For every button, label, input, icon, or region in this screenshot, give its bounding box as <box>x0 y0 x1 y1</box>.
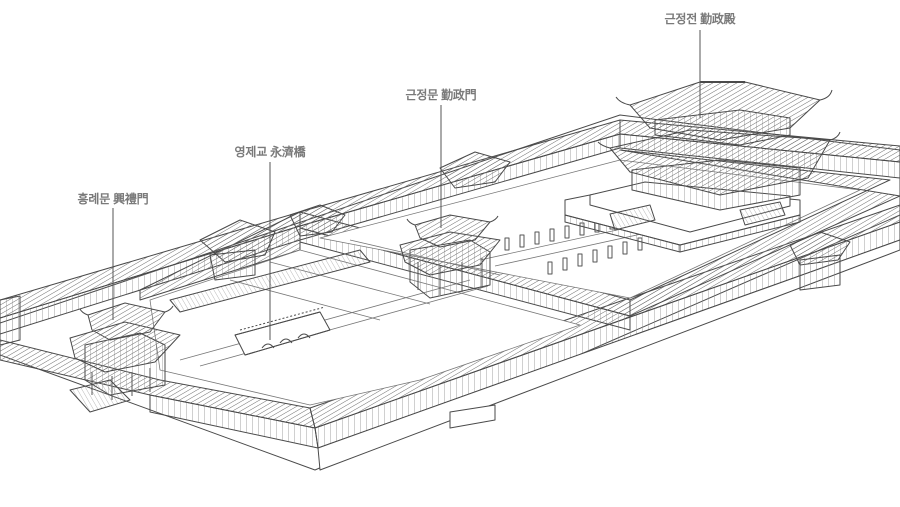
label-geunjeongmun-hanja: 勤政門 <box>441 88 477 102</box>
label-geunjeongjeon-korean: 근정전 <box>664 12 698 26</box>
label-geunjeongjeon-hanja: 勤政殿 <box>700 12 736 26</box>
heungnyemun-gate <box>69 302 181 413</box>
label-yeongjegyo-korean: 영제교 <box>234 145 268 159</box>
geunjeongjeon-hall <box>597 81 841 211</box>
label-heungnyemun-hanja: 興禮門 <box>113 192 149 206</box>
side-pavilion-right <box>789 231 851 291</box>
label-geunjeongmun-korean: 근정문 <box>405 88 439 102</box>
label-heungnyemun-korean: 흥례문 <box>77 192 111 206</box>
yeongjegyo-bridge <box>234 306 331 356</box>
label-yeongjegyo-hanja: 永濟橋 <box>270 145 306 159</box>
side-pavilion-left <box>199 219 276 281</box>
side-pavilion-back <box>439 151 511 189</box>
geunjeongmun-gate <box>399 214 501 299</box>
side-pavilion-inner <box>289 204 346 237</box>
